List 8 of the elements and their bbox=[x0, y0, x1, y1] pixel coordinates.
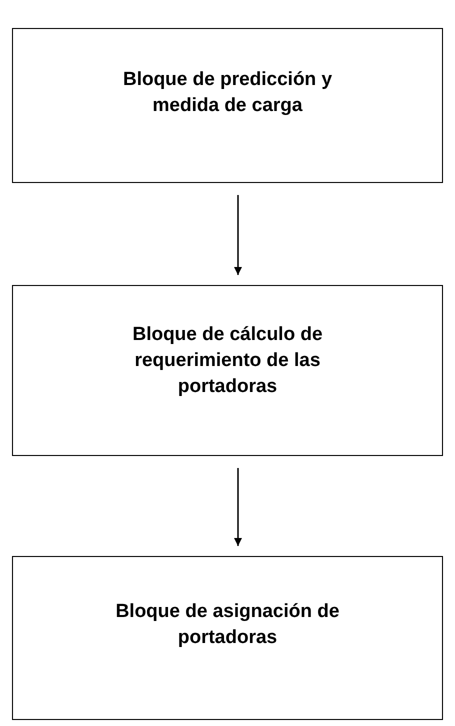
box-label: Bloque de asignación de portadoras bbox=[114, 600, 340, 650]
arrow bbox=[234, 468, 242, 546]
box-label: Bloque de predicción y medida de carga bbox=[122, 68, 334, 118]
process-box bbox=[12, 28, 443, 183]
process-box bbox=[12, 285, 443, 456]
box-label: Bloque de cálculo de requerimiento de las portadoras bbox=[131, 323, 324, 399]
arrow bbox=[234, 195, 242, 275]
process-box bbox=[12, 556, 443, 720]
